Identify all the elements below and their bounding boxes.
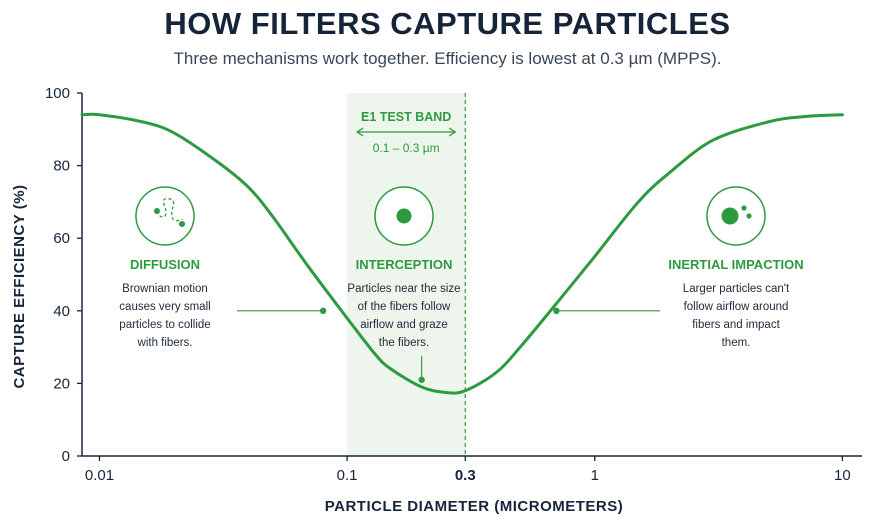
mechanism-description-line: the fibers. xyxy=(379,337,430,349)
test-band-label: E1 TEST BAND 0.1 – 0.3 µm xyxy=(355,110,457,155)
chart-subtitle: Three mechanisms work together. Efficien… xyxy=(173,49,722,68)
mechanism-title: INERTIAL IMPACTION xyxy=(668,257,803,272)
y-tick-label: 80 xyxy=(53,158,70,175)
mechanism-description-line: Particles near the size xyxy=(347,283,460,295)
axes: 0 20 40 60 80 100 0.01 0.1 0.3 1 10 xyxy=(45,85,862,484)
mechanism-description-line: them. xyxy=(722,337,751,349)
impaction-particles-icon xyxy=(706,186,766,246)
efficiency-curve xyxy=(80,112,844,395)
chart-title: HOW FILTERS CAPTURE PARTICLES xyxy=(164,6,731,41)
y-tick-label: 100 xyxy=(45,85,70,102)
particle-in-circle-icon xyxy=(374,186,434,246)
brownian-path-icon xyxy=(135,186,195,246)
test-band-title: E1 TEST BAND xyxy=(361,110,451,124)
x-axis-title: PARTICLE DIAMETER (MICROMETERS) xyxy=(325,498,624,515)
mechanism-description-line: with fibers. xyxy=(137,337,193,349)
y-axis-title: CAPTURE EFFICIENCY (%) xyxy=(11,184,28,388)
x-tick-label: 10 xyxy=(834,467,851,484)
x-tick-label: 1 xyxy=(591,467,599,484)
mechanism-interception: INTERCEPTION Particles near the size of th… xyxy=(347,186,461,383)
mechanism-inertial-impaction: INERTIAL IMPACTION Larger particles can't… xyxy=(553,186,804,349)
mechanism-description-line: of the fibers follow xyxy=(358,301,451,313)
mechanism-description-line: fibers and impact xyxy=(692,319,780,331)
mechanism-description-line: follow airflow around xyxy=(684,301,789,313)
mechanism-diffusion: DIFFUSION Brownian motion causes very smal… xyxy=(119,186,327,349)
x-tick-label: 0.3 xyxy=(455,467,476,484)
mechanism-description-line: Larger particles can't xyxy=(683,283,790,295)
pointer-dot xyxy=(553,307,560,314)
arrow-left-icon xyxy=(355,127,364,137)
mechanism-description-line: particles to collide xyxy=(119,319,210,331)
x-tick-label: 0.01 xyxy=(85,467,114,484)
y-tick-label: 0 xyxy=(62,448,70,465)
mechanism-description-line: airflow and graze xyxy=(360,319,448,331)
mechanism-title: DIFFUSION xyxy=(130,257,200,272)
pointer-dot xyxy=(319,307,327,314)
mechanism-description-line: Brownian motion xyxy=(122,283,208,295)
test-band-range: 0.1 – 0.3 µm xyxy=(373,141,440,155)
mechanism-title: INTERCEPTION xyxy=(356,257,453,272)
y-tick-label: 20 xyxy=(53,375,70,392)
mechanism-annotations: DIFFUSION Brownian motion causes very smal… xyxy=(119,186,804,383)
arrow-right-icon xyxy=(448,127,457,137)
x-tick-label: 0.1 xyxy=(337,467,358,484)
test-band-region xyxy=(347,93,466,456)
y-tick-label: 40 xyxy=(53,303,70,320)
y-tick-label: 60 xyxy=(53,230,70,247)
mechanism-description-line: causes very small xyxy=(119,301,210,313)
pointer-dot xyxy=(418,376,425,383)
